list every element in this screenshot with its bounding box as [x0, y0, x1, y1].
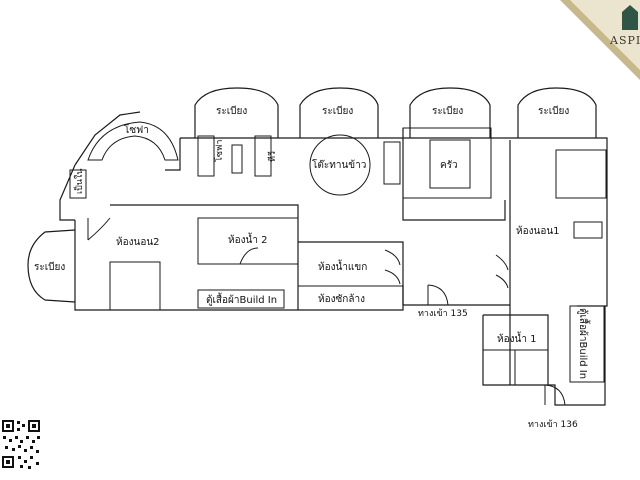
tv-cabinet: ทีวี	[231, 135, 278, 177]
bedroom-1-label: ห้องนอน1	[516, 225, 560, 237]
wardrobe-2-label: ตู้เสื้อผ้าBuild In	[206, 292, 277, 306]
curved-sofa-label: โซฟา	[124, 123, 149, 136]
sofa: โซฟา	[197, 135, 225, 177]
entrance-136: ทางเข้า 136	[528, 384, 578, 430]
balcony-left-label: ระเบียง	[34, 261, 65, 273]
bedroom-2-label: ห้องนอน2	[116, 236, 160, 248]
guest-bathroom: ห้องน้ำแขก	[298, 249, 403, 287]
balcony-top-4: ระเบียง	[517, 87, 597, 138]
bathtub: เป็นใน	[69, 169, 87, 199]
balcony-top-3-label: ระเบียง	[432, 105, 463, 117]
balcony-top-1-label: ระเบียง	[216, 105, 247, 117]
bathroom-1: ห้องน้ำ 1	[483, 330, 549, 385]
laundry: ห้องซักล้าง	[318, 293, 365, 305]
balcony-top-4-label: ระเบียง	[538, 105, 569, 117]
bathroom-2-label: ห้องน้ำ 2	[228, 232, 267, 246]
balcony-top-2: ระเบียง	[299, 87, 379, 138]
balcony-left: ระเบียง	[27, 229, 76, 303]
entrance-136-label: ทางเข้า 136	[528, 419, 578, 430]
entrance-135-label: ทางเข้า 135	[418, 308, 468, 319]
tv-label: ทีวี	[267, 151, 278, 162]
balcony-top-2-label: ระเบียง	[322, 105, 353, 117]
bedroom-1: ห้องนอน1	[495, 149, 607, 289]
kitchen-label: ครัว	[440, 160, 458, 171]
laundry-label: ห้องซักล้าง	[318, 293, 365, 305]
house-logo-icon	[622, 5, 638, 30]
bathroom-2: ห้องน้ำ 2	[197, 217, 299, 265]
entrance-135: ทางเข้า 135	[418, 284, 468, 319]
brand-text: ASPI	[609, 34, 640, 47]
curved-sofa: โซฟา	[87, 121, 179, 161]
sofa-label: โซฟา	[214, 140, 225, 162]
guest-bathroom-label: ห้องน้ำแขก	[318, 259, 367, 273]
dining-table: โต๊ะทานข้าว	[309, 134, 371, 196]
wardrobe-2: ตู้เสื้อผ้าBuild In	[197, 289, 285, 309]
dining-table-label: โต๊ะทานข้าว	[312, 158, 366, 171]
wardrobe-1: ตู้เสื้อผ้าBuild In	[569, 305, 605, 383]
brand-logo: ASPI	[560, 0, 640, 80]
wardrobe-1-label: ตู้เสื้อผ้าBuild In	[577, 308, 591, 379]
bathtub-label: เป็นใน	[72, 169, 85, 195]
cabinet	[383, 141, 401, 185]
outer-walls	[59, 111, 608, 406]
kitchen: ครัว	[402, 127, 492, 199]
balcony-top-1: ระเบียง	[194, 87, 279, 138]
qr-code-icon	[0, 418, 42, 470]
bathroom-1-label: ห้องน้ำ 1	[497, 331, 536, 345]
balcony-top-3: ระเบียง	[409, 87, 491, 138]
bedroom-2: ห้องนอน2	[87, 217, 161, 311]
